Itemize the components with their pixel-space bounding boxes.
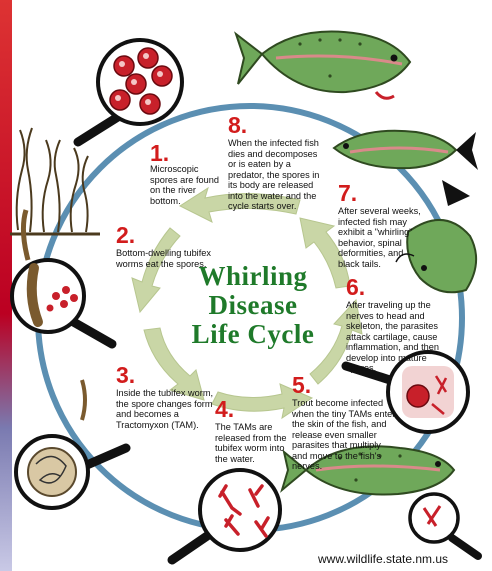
skin-magnifier: [410, 494, 478, 556]
step-8-number: 8.: [228, 112, 247, 139]
step-7-number: 7.: [338, 180, 357, 207]
source-url: www.wildlife.state.nm.us: [318, 552, 448, 566]
title-line-3: Life Cycle: [178, 320, 328, 349]
step-1-number: 1.: [150, 140, 169, 167]
trout-7: [334, 131, 478, 170]
step-3-number: 3.: [116, 362, 135, 389]
arrow-left-upper: [132, 228, 180, 312]
step-5-text: Trout become infected when the tiny TAMs…: [292, 398, 398, 472]
step-2-number: 2.: [116, 222, 135, 249]
trout-8: [236, 32, 410, 99]
step-3-text: Inside the tubifex worm, the spore chang…: [116, 388, 224, 430]
step-5-number: 5.: [292, 372, 311, 399]
step-1-text: Microscopic spores are found on the rive…: [150, 164, 222, 206]
step-7-text: After several weeks, infected fish may e…: [338, 206, 424, 269]
step-2-text: Bottom-dwelling tubifex worms eat the sp…: [116, 248, 212, 269]
worm-magnifier: [12, 210, 112, 344]
tam-forming-magnifier: [16, 380, 126, 508]
step-4-text: The TAMs are released from the tubifex w…: [215, 422, 287, 464]
step-4-number: 4.: [215, 396, 234, 423]
diagram-title: Whirling Disease Life Cycle: [178, 262, 328, 349]
tams-magnifier: [172, 470, 280, 560]
step-6-number: 6.: [346, 274, 365, 301]
spores-magnifier: [78, 40, 182, 142]
step-8-text: When the infected fish dies and decompos…: [228, 138, 324, 212]
title-line-2: Disease: [178, 291, 328, 320]
step-6-text: After traveling up the nerves to head an…: [346, 300, 450, 374]
